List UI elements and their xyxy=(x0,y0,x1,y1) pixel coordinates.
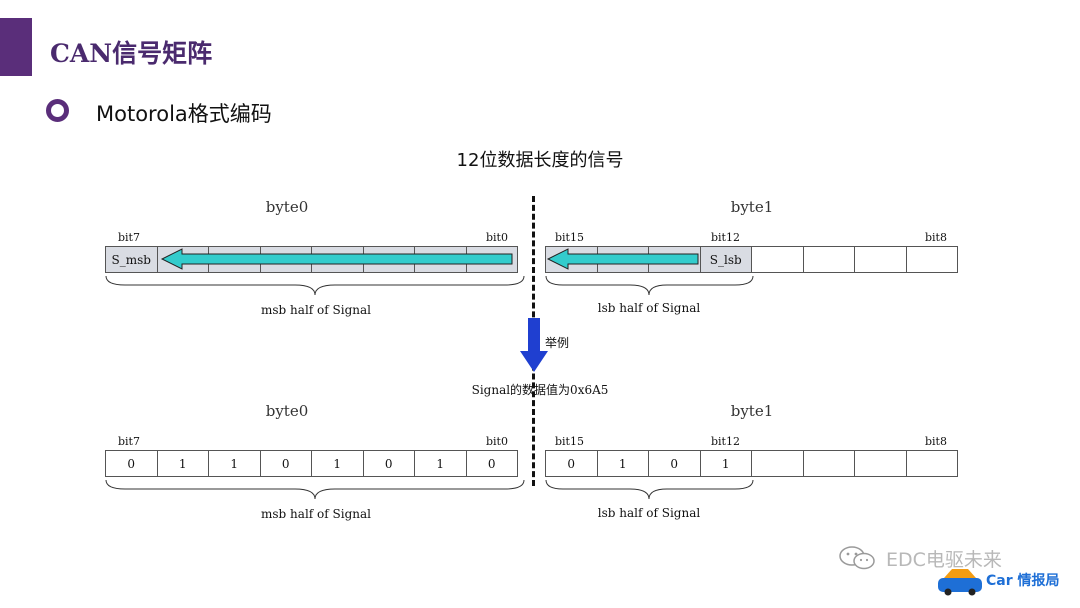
car-logo-icon xyxy=(938,569,982,596)
bit0-label-bottom: bit0 xyxy=(486,435,508,448)
bit-cell: 1 xyxy=(312,451,364,477)
brace-msb-top xyxy=(105,275,525,296)
bit0-label-top: bit0 xyxy=(486,231,508,244)
bit-cell: 0 xyxy=(260,451,312,477)
bit12-label-bottom: bit12 xyxy=(711,435,740,448)
left-arrow-icon xyxy=(546,248,699,270)
cell-s-msb: S_msb xyxy=(106,247,158,273)
bit8-label-bottom: bit8 xyxy=(925,435,947,448)
brace-lsb-bottom xyxy=(545,479,754,500)
bit-cell: 0 xyxy=(106,451,158,477)
bit-cell xyxy=(752,451,804,477)
watermark-sub: Car 情报局 xyxy=(986,573,1060,589)
byte0-label-bottom: byte0 xyxy=(265,402,309,420)
bit-cell: 1 xyxy=(597,451,649,477)
bit15-label-top: bit15 xyxy=(555,231,584,244)
bullet-text: Motorola格式编码 xyxy=(96,102,272,126)
down-arrow-icon xyxy=(520,318,548,372)
watermark-brand: EDC电驱未来 xyxy=(886,549,1002,571)
bullet-ring-icon xyxy=(46,99,69,122)
bit15-label-bottom: bit15 xyxy=(555,435,584,448)
cell-s-lsb: S_lsb xyxy=(700,247,752,273)
bit-cell: 1 xyxy=(157,451,209,477)
bit-cell: 0 xyxy=(466,451,518,477)
lsb-half-label-bottom: lsb half of Signal xyxy=(597,506,701,520)
slide-title: CAN信号矩阵 xyxy=(50,39,213,68)
bit-cell xyxy=(803,451,855,477)
bit8-label-top: bit8 xyxy=(925,231,947,244)
lsb-half-label-top: lsb half of Signal xyxy=(597,301,701,315)
brace-lsb-top xyxy=(545,275,754,296)
cell xyxy=(855,247,907,273)
bit7-label-top: bit7 xyxy=(118,231,140,244)
bit-cell: 1 xyxy=(209,451,261,477)
bit12-label-top: bit12 xyxy=(711,231,740,244)
wechat-icon xyxy=(839,546,875,570)
bit-cell: 0 xyxy=(649,451,701,477)
cell xyxy=(752,247,804,273)
msb-half-label-top: msb half of Signal xyxy=(261,303,371,317)
bit-cell: 1 xyxy=(700,451,752,477)
msb-half-label-bottom: msb half of Signal xyxy=(261,507,371,521)
brace-msb-bottom xyxy=(105,479,525,500)
title-accent-bar xyxy=(0,18,32,76)
byte1-cells-bottom: 0 1 0 1 xyxy=(545,450,958,477)
cell xyxy=(906,247,958,273)
cell xyxy=(803,247,855,273)
byte1-label-top: byte1 xyxy=(730,198,774,216)
bit-cell xyxy=(855,451,907,477)
left-arrow-icon xyxy=(160,248,513,270)
example-label: 举例 xyxy=(545,336,570,350)
bit-cell: 0 xyxy=(363,451,415,477)
byte0-cells-bottom: 0 1 1 0 1 0 1 0 xyxy=(105,450,518,477)
bit-cell: 1 xyxy=(415,451,467,477)
bit-cell xyxy=(906,451,958,477)
value-caption: Signal的数据值为0x6A5 xyxy=(471,383,609,397)
byte1-label-bottom: byte1 xyxy=(730,402,774,420)
bit7-label-bottom: bit7 xyxy=(118,435,140,448)
bit-cell: 0 xyxy=(546,451,598,477)
byte0-label-top: byte0 xyxy=(265,198,309,216)
diagram-title: 12位数据长度的信号 xyxy=(456,150,624,171)
